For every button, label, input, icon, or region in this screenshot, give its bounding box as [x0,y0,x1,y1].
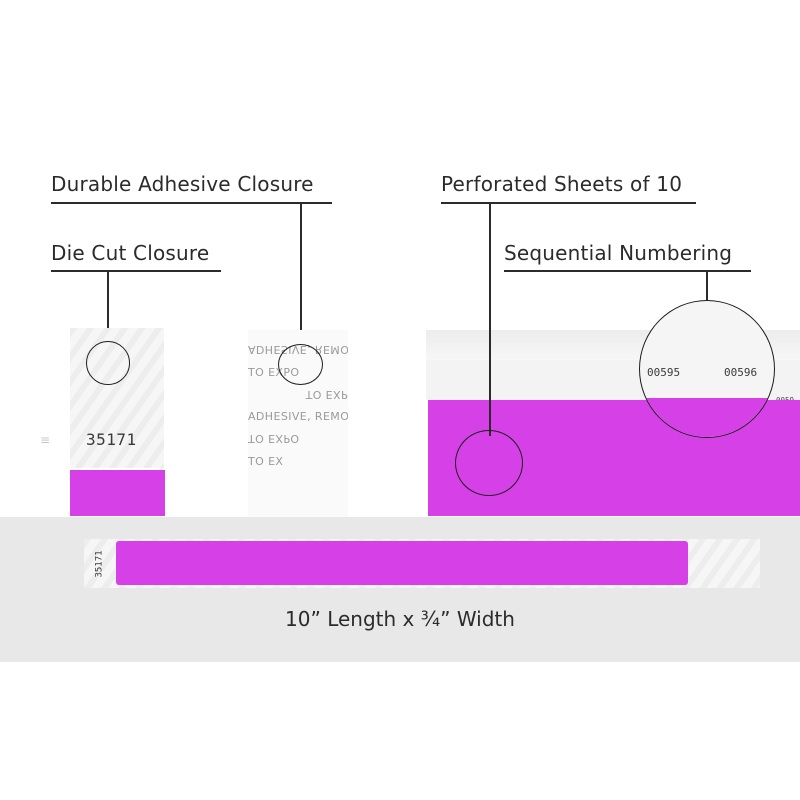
magnifier-color-fill [640,398,774,437]
die-cut-closure-label: Die Cut Closure [51,241,210,265]
sequential-underline [504,270,751,272]
die-cut-closure-circle [86,341,130,385]
die-cut-underline [51,270,221,272]
durable-adhesive-underline [51,202,332,204]
perforated-sheets-label: Perforated Sheets of 10 [441,172,683,196]
tab-number: 35171 [86,430,137,449]
liner-text-line: TO EX [248,455,284,468]
die-cut-leader [107,270,109,342]
sequential-magnifier: 00595 00596 [639,300,775,438]
perforated-underline [441,202,696,204]
liner-text-line: ADHESIVE, REMO [248,410,348,423]
tab-edge-marks: ≡ [40,433,51,447]
perforated-sheets-circle [455,430,523,496]
magnified-number: 00595 [647,366,681,379]
die-cut-tab-color-swatch [70,470,165,516]
liner-text-line: TO EXP [305,388,348,401]
sequential-leader [706,270,708,306]
wristband-color-fill [116,541,688,585]
liner-text-line: TO EXPO [248,432,300,445]
durable-adhesive-leader [300,202,302,347]
dimensions-caption: 10” Length x ¾” Width [285,607,515,631]
die-cut-tab [70,328,164,468]
magnified-number: 00596 [724,366,758,379]
perforated-leader [489,202,491,436]
sequential-numbering-label: Sequential Numbering [504,241,733,265]
adhesive-closure-circle [278,344,323,385]
wristband-number: 35171 [94,550,105,578]
durable-adhesive-closure-label: Durable Adhesive Closure [51,172,314,196]
